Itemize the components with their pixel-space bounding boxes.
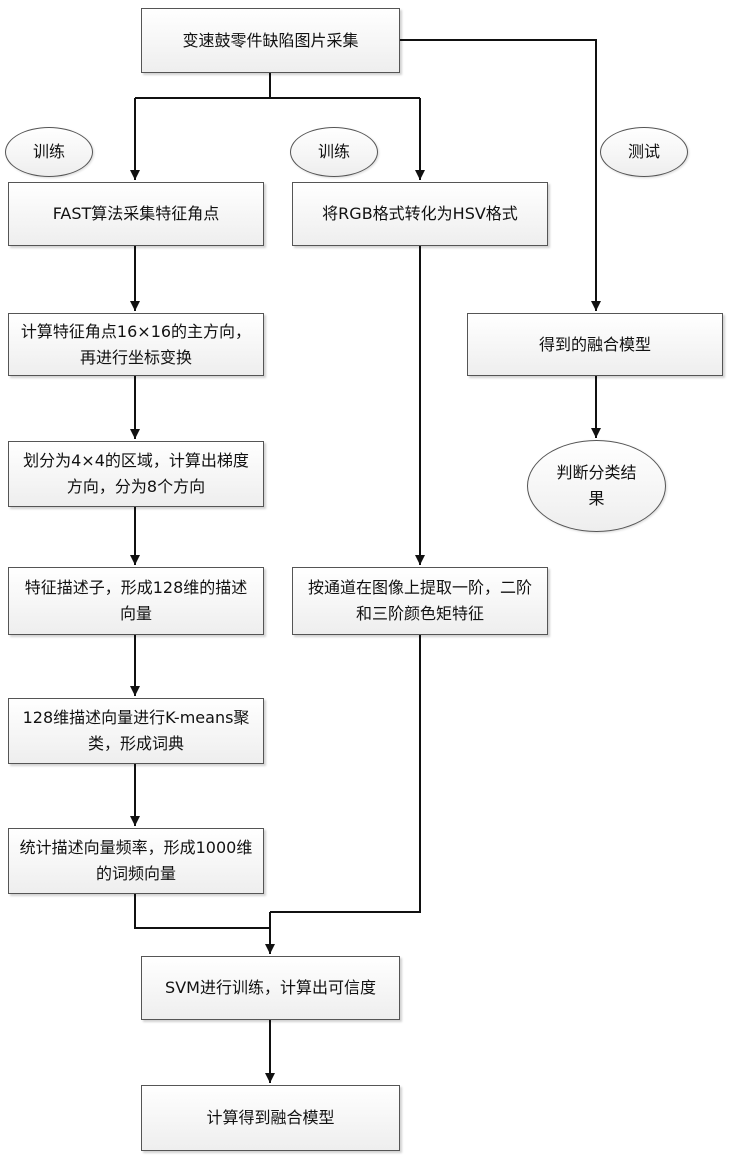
node-final-model: 计算得到融合模型 <box>141 1085 400 1151</box>
arrow-to-fused-model <box>400 40 596 311</box>
node-fused-model: 得到的融合模型 <box>467 313 723 376</box>
node-kmeans: 128维描述向量进行K-means聚类，形成词典 <box>8 698 264 764</box>
node-fast-corners: FAST算法采集特征角点 <box>8 182 264 246</box>
label-train-left: 训练 <box>5 127 93 177</box>
node-color-moments: 按通道在图像上提取一阶，二阶和三阶颜色矩特征 <box>292 567 548 635</box>
node-svm-training: SVM进行训练，计算出可信度 <box>141 956 400 1020</box>
node-rgb-to-hsv: 将RGB格式转化为HSV格式 <box>292 182 548 246</box>
connector-freq-merge <box>135 894 270 928</box>
node-classify-result: 判断分类结果 <box>527 440 666 532</box>
connector-color-moment-merge <box>270 635 420 912</box>
label-test: 测试 <box>600 127 688 177</box>
node-collect-images: 变速鼓零件缺陷图片采集 <box>141 8 400 73</box>
node-region-gradient: 划分为4×4的区域，计算出梯度方向，分为8个方向 <box>8 441 264 507</box>
node-word-frequency: 统计描述向量频率，形成1000维的词频向量 <box>8 828 264 894</box>
label-train-mid: 训练 <box>290 127 378 177</box>
node-descriptor: 特征描述子，形成128维的描述向量 <box>8 567 264 635</box>
node-main-direction: 计算特征角点16×16的主方向，再进行坐标变换 <box>8 313 264 376</box>
